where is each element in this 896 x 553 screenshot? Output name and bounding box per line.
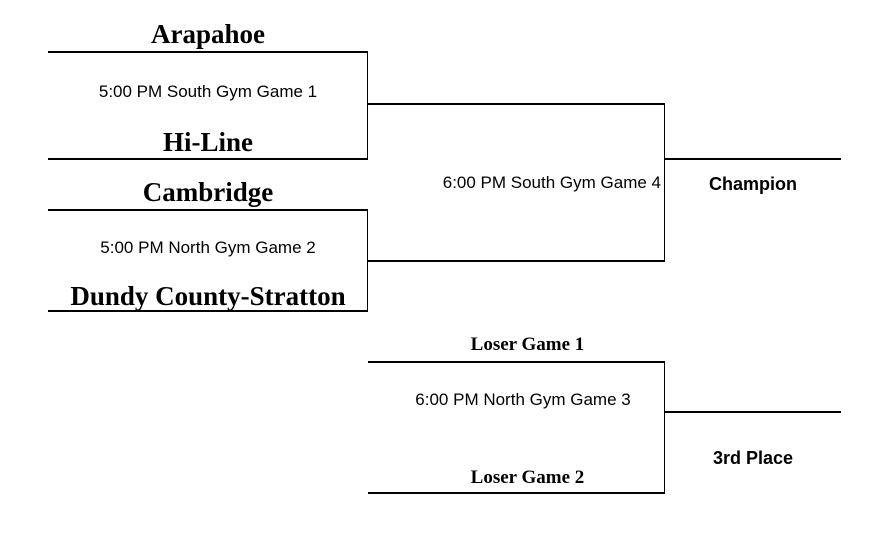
final-bottom-line bbox=[366, 260, 665, 262]
consolation-bottom-line bbox=[368, 492, 665, 494]
semifinal2-game-info: 5:00 PM North Gym Game 2 bbox=[100, 238, 316, 257]
consolation-top-line bbox=[368, 361, 665, 363]
champion-line bbox=[665, 158, 841, 160]
third-place-label: 3rd Place bbox=[712, 448, 794, 468]
final-game-info: 6:00 PM South Gym Game 4 bbox=[442, 173, 661, 192]
semifinal2-team-top-line bbox=[48, 209, 368, 211]
semifinal1-team-top-line bbox=[48, 51, 368, 53]
third-place-line bbox=[665, 411, 841, 413]
consolation-team-bottom: Loser Game 2 bbox=[470, 467, 585, 488]
semifinal2-team-bottom: Dundy County-Stratton bbox=[70, 281, 346, 311]
consolation-connector-line bbox=[663, 361, 665, 494]
semifinal2-team-top: Cambridge bbox=[142, 177, 274, 207]
semifinal1-connector-line bbox=[366, 51, 368, 160]
consolation-game-info: 6:00 PM North Gym Game 3 bbox=[415, 390, 631, 409]
consolation-team-top: Loser Game 1 bbox=[470, 334, 585, 355]
final-connector-line bbox=[663, 103, 665, 262]
final-top-line bbox=[366, 103, 665, 105]
semifinal1-team-bottom-line bbox=[48, 158, 368, 160]
semifinal1-team-bottom: Hi-Line bbox=[162, 127, 253, 157]
semifinal2-team-bottom-line bbox=[48, 310, 368, 312]
semifinal1-team-top: Arapahoe bbox=[151, 19, 265, 49]
semifinal1-game-info: 5:00 PM South Gym Game 1 bbox=[98, 82, 318, 101]
champion-label: Champion bbox=[709, 174, 797, 194]
